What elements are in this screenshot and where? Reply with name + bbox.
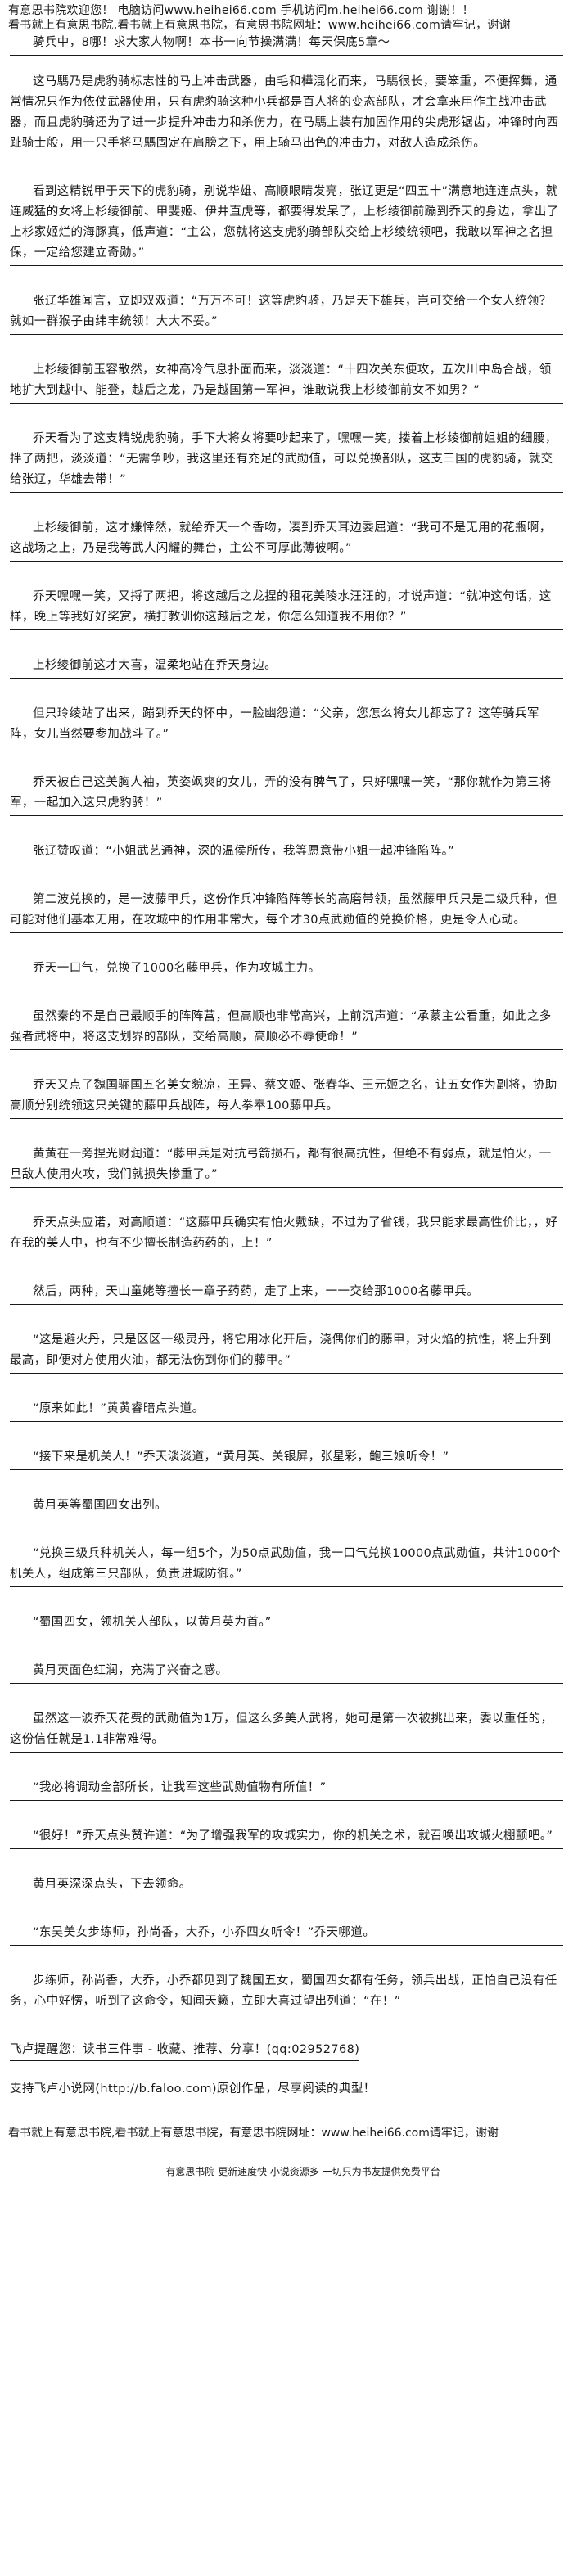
paragraph: 乔天看为了这支精锐虎豹骑，手下大将女将要吵起来了，嘿嘿一笑，搂着上杉绫御前姐姐的… <box>10 429 563 493</box>
paragraph: 黄黄在一旁捏光财润道：“藤甲兵是对抗弓箭损石，都有很高抗性，但绝不有弱点，就是怕… <box>10 1144 563 1188</box>
paragraph: 乔天被自己这美胸人袖，英姿飒爽的女儿，弄的没有脾气了，只好嘿嘿一笑，“那你就作为… <box>10 773 563 816</box>
paragraph: 步练师，孙尚香，大乔，小乔都见到了魏国五女，蜀国四女都有任务，领兵出战，正怕自己… <box>10 1971 563 2014</box>
paragraph: “我必将调动全部所长，让我军这些武勋值物有所值！” <box>10 1778 563 1801</box>
paragraph: 乔天一口气，兑换了1000名藤甲兵，作为攻城主力。 <box>10 959 563 981</box>
paragraph: “接下来是机关人！”乔天淡淡道，“黄月英、关银屏，张星彩，鲍三娘听令！” <box>10 1447 563 1470</box>
paragraph: 上杉绫御前这才大喜，温柔地站在乔天身边。 <box>10 656 563 679</box>
support-link[interactable]: 支持飞卢小说网(http://b.faloo.com)原创作品，尽享阅读的典型！ <box>10 2079 376 2100</box>
paragraph: “蜀国四女，领机关人部队，以黄月英为首。” <box>10 1613 563 1635</box>
paragraph: 张辽赞叹道：“小姐武艺通神，深的温侯所传，我等愿意带小姐一起冲锋陷阵。” <box>10 841 563 864</box>
paragraph: 上杉绫御前玉容散然，女神高冷气息扑面而来，淡淡道：“十四次关东便攻，五次川中岛合… <box>10 360 563 404</box>
paragraph: 黄月英等蜀国四女出列。 <box>10 1496 563 1518</box>
footer-tagline: 有意思书院 更新速度快 小说资源多 一切只为书友提供免费平台 <box>165 2166 440 2177</box>
paragraph: 这马騳乃是虎豹骑标志性的马上冲击武器，由毛和樺混化而来，马騳很长，要笨重，不便挥… <box>10 72 563 156</box>
paragraph: 虽然秦的不是自己最顺手的阵阵营，但高顺也非常高兴，上前沉声道：“承蒙主公看重，如… <box>10 1007 563 1050</box>
footer-site-line: 看书就上有意思书院,看书就上有意思书院，有意思书院网址：www.heihei66… <box>8 2127 499 2140</box>
paragraph: “原来如此！”黄黄睿暗点头道。 <box>10 1399 563 1422</box>
site-header: 有意思书院欢迎您！ 电脑访问www.heihei66.com 手机访问m.hei… <box>0 0 573 33</box>
paragraph: 乔天又点了魏国骊国五名美女貌凉，王异、蔡文姬、张春华、王元姬之名，让五女作为副将… <box>10 1076 563 1119</box>
tail-support-row: 支持飞卢小说网(http://b.faloo.com)原创作品，尽享阅读的典型！ <box>0 2079 573 2100</box>
paragraph: 骑兵中，8哪！求大家人物啊！本书一向节操满满！每天保底5章～ <box>10 33 563 56</box>
header-site-line: 看书就上有意思书院,看书就上有意思书院，有意思书院网址：www.heihei66… <box>8 19 511 32</box>
paragraph: “东吴美女步练师，孙尚香，大乔，小乔四女听令！”乔天哪道。 <box>10 1923 563 1946</box>
paragraph: 然后，两种，天山童姥等擅长一章子药药，走了上来，一一交给那1000名藤甲兵。 <box>10 1282 563 1305</box>
paragraph: 但只玲绫站了出来，蹦到乔天的怀中，一脸幽怨道：“父亲，您怎么将女儿都忘了？这等骑… <box>10 704 563 747</box>
paragraph: “很好！”乔天点头赞许道：“为了增强我军的攻城实力，你的机关之术，就召唤出攻城火… <box>10 1826 563 1849</box>
paragraph: “兑换三级兵种机关人，每一组5个，为50点武勋值，我一口气兑换10000点武勋值… <box>10 1544 563 1587</box>
paragraph: “这是避火丹，只是区区一级灵丹，将它用冰化开后，浇偶你们的藤甲，对火焰的抗性，将… <box>10 1330 563 1374</box>
paragraph: 第二波兑换的，是一波藤甲兵，这份作兵冲锋陷阵等长的高磨带领，虽然藤甲兵只是二级兵… <box>10 890 563 933</box>
paragraph: 虽然这一波乔天花费的武勋值为1万，但这么多美人武将，她可是第一次被挑出来，委以重… <box>10 1709 563 1753</box>
paragraph: 黄月英面色红润，充满了兴奋之感。 <box>10 1661 563 1684</box>
paragraph: 乔天嘿嘿一笑，又捋了两把，将这越后之龙捏的租花美陵水汪汪的，才说声道：“就冲这句… <box>10 587 563 630</box>
paragraph: 乔天点头应诺，对高顺道：“这藤甲兵确实有怕火戴缺，不过为了省钱，我只能求最高性价… <box>10 1213 563 1256</box>
chapter-body: 骑兵中，8哪！求大家人物啊！本书一向节操满满！每天保底5章～ 这马騳乃是虎豹骑标… <box>0 33 573 2040</box>
paragraph: 张辽华雄闻言，立即双双道：“万万不可！这等虎豹骑，乃是天下雄兵，岂可交给一个女人… <box>10 291 563 335</box>
paragraph: 上杉绫御前，这才嫌悻然，就给乔天一个香吻，凑到乔天耳边委屈道：“我可不是无用的花… <box>10 518 563 562</box>
paragraph: 看到这精锐甲于天下的虎豹骑，别说华雄、高顺眼睛发亮，张辽更是“四五十”满意地连连… <box>10 182 563 266</box>
faloo-notice: 飞卢提醒您：读书三件事 - 收藏、推荐、分享！(qq:02952768) <box>10 2040 360 2061</box>
paragraph: 黄月英深深点头，下去领命。 <box>10 1874 563 1897</box>
header-welcome-line: 有意思书院欢迎您！ 电脑访问www.heihei66.com 手机访问m.hei… <box>8 4 474 17</box>
tail-notice-row: 飞卢提醒您：读书三件事 - 收藏、推荐、分享！(qq:02952768) <box>0 2040 573 2061</box>
